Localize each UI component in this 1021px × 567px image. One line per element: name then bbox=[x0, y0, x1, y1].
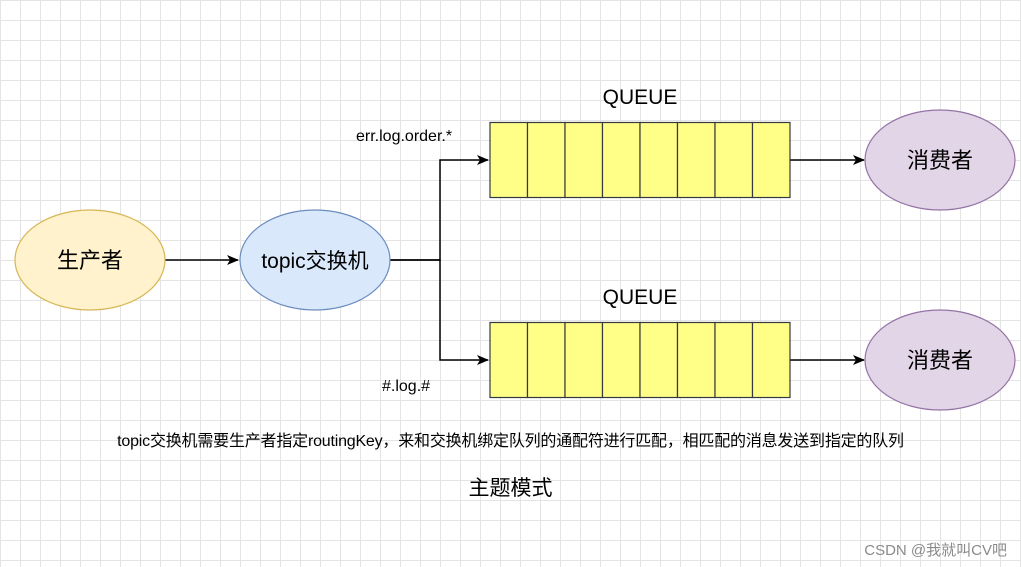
queue-top-cell bbox=[639, 121, 679, 199]
consumer-bottom-label: 消费者 bbox=[907, 348, 973, 373]
queue-bottom-cell bbox=[601, 321, 641, 399]
queue-top bbox=[489, 121, 791, 199]
queue-top-cell bbox=[751, 121, 791, 199]
routing-key-top: err.log.order.* bbox=[356, 128, 452, 145]
consumer-bottom-node: 消费者 bbox=[864, 309, 1016, 411]
queue-top-title: QUEUE bbox=[603, 86, 678, 109]
diagram-title: 主题模式 bbox=[468, 477, 553, 500]
exchange-label: topic交换机 bbox=[261, 250, 368, 273]
exchange-ellipse bbox=[239, 209, 391, 311]
queue-top-cell bbox=[714, 121, 754, 199]
watermark: CSDN @我就叫CV吧 bbox=[864, 542, 1007, 559]
queue-top-cell bbox=[601, 121, 641, 199]
queue-bottom-cell bbox=[489, 321, 529, 399]
queue-bottom-title: QUEUE bbox=[603, 286, 678, 309]
queue-top-cell bbox=[676, 121, 716, 199]
queue-top-cell bbox=[564, 121, 604, 199]
producer-label: 生产者 bbox=[57, 248, 123, 273]
queue-bottom-cell bbox=[564, 321, 604, 399]
consumer-bottom-ellipse bbox=[864, 309, 1016, 411]
exchange-to-bottom-queue-arrow bbox=[390, 259, 489, 365]
exchange-to-top-queue-arrow bbox=[390, 155, 489, 261]
queue-top-cell bbox=[526, 121, 566, 199]
queue-bottom-cell bbox=[526, 321, 566, 399]
queue-top-cell bbox=[489, 121, 529, 199]
routing-key-bottom: #.log.# bbox=[382, 378, 430, 395]
producer-node: 生产者 bbox=[14, 209, 166, 311]
queue-bottom-cell bbox=[714, 321, 754, 399]
producer-ellipse bbox=[14, 209, 166, 311]
diagram-description: topic交换机需要生产者指定routingKey，来和交换机绑定队列的通配符进… bbox=[117, 433, 904, 450]
queue-bottom-cell bbox=[751, 321, 791, 399]
consumer-top-label: 消费者 bbox=[907, 148, 973, 173]
queue-bottom-cell bbox=[676, 321, 716, 399]
queue-bottom-cell bbox=[639, 321, 679, 399]
consumer-top-ellipse bbox=[864, 109, 1016, 211]
exchange-node: topic交换机 bbox=[239, 209, 391, 311]
consumer-top-node: 消费者 bbox=[864, 109, 1016, 211]
queue-bottom bbox=[489, 321, 791, 399]
